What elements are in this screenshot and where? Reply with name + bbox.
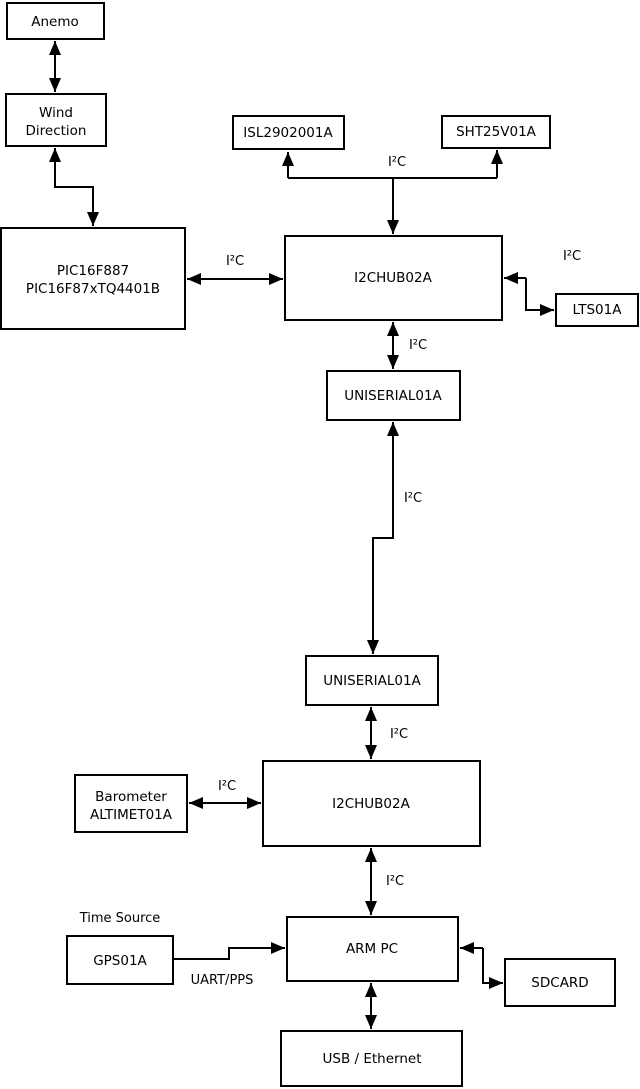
node-arm-pc: ARM PC	[286, 916, 459, 982]
edge-wind-pic	[49, 148, 99, 226]
i2c-label-hub-sensors: I²C	[388, 155, 406, 170]
pic-mcu-box	[0, 227, 186, 330]
node-sht-sensor: SHT25V01A	[441, 115, 551, 149]
i2c-label-uniserial-hub-lower: I²C	[390, 727, 408, 742]
arm-pc-label: ARM PC	[346, 941, 398, 957]
time-source-label: Time Source	[79, 911, 161, 926]
gps-label: GPS01A	[93, 953, 147, 969]
node-gps: GPS01A	[66, 935, 174, 985]
i2c-label-barometer-hub: I²C	[218, 779, 236, 794]
uart-pps-label: UART/PPS	[191, 973, 254, 988]
lts-sensor-label: LTS01A	[573, 302, 623, 318]
i2c-label-hub-lts: I²C	[563, 249, 581, 264]
edge-arm-to-sdcard	[482, 948, 503, 989]
edge-gps-arm	[173, 942, 285, 960]
sdcard-label: SDCARD	[531, 975, 588, 991]
usb-ethernet-box	[280, 1030, 463, 1087]
node-uniserial-lower: UNISERIAL01A	[305, 655, 439, 706]
node-uniserial-upper: UNISERIAL01A	[326, 370, 461, 421]
barometer-label-line2: ALTIMET01A	[90, 807, 173, 823]
sht-sensor-label: SHT25V01A	[456, 124, 537, 140]
node-i2c-hub-bottom: I2CHUB02A	[262, 760, 481, 847]
node-wind-direction: Wind Direction	[5, 93, 107, 147]
node-anemo: Anemo	[6, 2, 105, 40]
node-lts-sensor: LTS01A	[555, 293, 639, 327]
i2c-label-hub-uniserial-upper: I²C	[409, 338, 427, 353]
node-usb-ethernet: USB / Ethernet	[280, 1030, 463, 1087]
sht-sensor-box	[441, 115, 551, 149]
edge-hub-to-lts	[525, 278, 554, 316]
isl-sensor-label: ISL2902001A	[243, 125, 333, 141]
node-i2c-hub-top: I2CHUB02A	[284, 235, 503, 321]
i2c-label-hub-arm: I²C	[386, 874, 404, 889]
anemo-box	[6, 2, 105, 40]
i2c-hub-top-label: I2CHUB02A	[354, 270, 432, 286]
uniserial-upper-label: UNISERIAL01A	[344, 388, 442, 404]
i2c-hub-bottom-label: I2CHUB02A	[332, 796, 410, 812]
lts-sensor-box	[555, 293, 639, 327]
i2c-hub-top-box	[284, 235, 503, 321]
wind-direction-label-line1: Wind	[39, 105, 73, 121]
node-pic-mcu: PIC16F887 PIC16F87xTQ4401B	[0, 227, 186, 330]
uniserial-lower-box	[305, 655, 439, 706]
node-sdcard: SDCARD	[504, 958, 616, 1007]
i2c-hub-bottom-box	[262, 760, 481, 847]
i2c-label-pic-hub: I²C	[226, 254, 244, 269]
isl-sensor-box	[232, 115, 345, 150]
uniserial-upper-box	[326, 370, 461, 421]
uniserial-lower-label: UNISERIAL01A	[323, 673, 421, 689]
arm-pc-box	[286, 916, 459, 982]
anemo-label: Anemo	[31, 14, 79, 30]
usb-ethernet-label: USB / Ethernet	[323, 1051, 422, 1067]
sdcard-box	[504, 958, 616, 1007]
pic-mcu-label-line1: PIC16F887	[57, 263, 129, 279]
node-barometer: Barometer ALTIMET01A	[74, 774, 188, 833]
i2c-label-uniserial-link: I²C	[404, 491, 422, 506]
pic-mcu-label-line2: PIC16F87xTQ4401B	[26, 281, 160, 297]
barometer-label-line1: Barometer	[95, 789, 167, 805]
wind-direction-box	[5, 93, 107, 147]
node-isl-sensor: ISL2902001A	[232, 115, 345, 150]
wind-direction-label-line2: Direction	[26, 123, 87, 139]
gps-box	[66, 935, 174, 985]
barometer-box	[74, 774, 188, 833]
edge-uniserial-link	[367, 422, 399, 654]
